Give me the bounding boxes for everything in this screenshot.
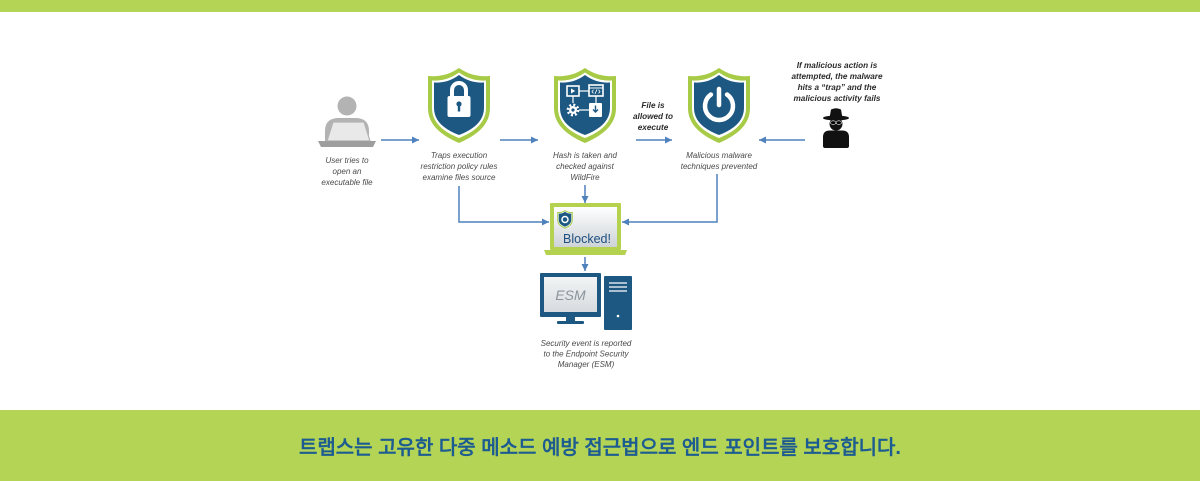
hash-caption-line: checked against (556, 162, 615, 171)
trap-note-line: hits a “trap” and the (798, 83, 877, 92)
hash-caption-line: WildFire (570, 173, 600, 182)
esm-caption-line: to the Endpoint Security (544, 350, 630, 359)
download-arrow-icon (592, 105, 599, 113)
power-shield-icon (688, 68, 750, 143)
top-accent-bar (0, 0, 1200, 12)
hacker-glasses-left (830, 120, 837, 125)
prevent-caption-line: Malicious malware (686, 151, 752, 160)
tower-power-light (616, 314, 620, 318)
hacker-body (823, 130, 849, 148)
esm-caption-line: Security event is reported (541, 339, 632, 348)
power-ring (702, 92, 736, 123)
lock-keyhole-slot (457, 104, 461, 112)
gear-hole (571, 108, 575, 112)
esm-caption-line: Manager (ESM) (558, 360, 615, 369)
trap-note-line: If malicious action is (797, 61, 878, 70)
esm-screen-label: ESM (555, 287, 586, 303)
traps-flow-diagram: User tries to open an executable file Tr… (318, 61, 883, 369)
blocked-laptop-icon: Blocked! (544, 203, 627, 255)
trap-note-line: malicious activity fails (794, 94, 881, 103)
allowed-note-line: execute (638, 123, 669, 132)
monitor-stand (557, 321, 584, 324)
hash-check-shield-icon (554, 68, 616, 143)
gear-icon (566, 103, 580, 117)
blocked-label: Blocked! (563, 232, 611, 246)
policy-caption-line: examine files source (423, 173, 496, 182)
play-icon (571, 88, 576, 94)
policy-caption-line: restriction policy rules (421, 162, 498, 171)
allowed-note-line: File is (641, 101, 665, 110)
shield-emblem (561, 215, 569, 224)
hacker-icon (823, 108, 849, 148)
lock-keyhole (456, 101, 462, 107)
gear-teeth (566, 103, 580, 117)
laptop-lid (326, 121, 371, 142)
banner-tagline: 트랩스는 고유한 다중 메소드 예방 접근법으로 엔드 포인트를 보호합니다. (298, 437, 901, 459)
code-brackets-icon (591, 89, 601, 94)
prevent-caption-line: techniques prevented (681, 162, 758, 171)
server-tower-icon (604, 276, 632, 330)
user-caption-line: open an (333, 167, 362, 176)
hash-caption-line: Hash is taken and (553, 151, 618, 160)
lock-shield-icon (428, 68, 490, 143)
lock-shackle (450, 81, 468, 98)
monitor-neck (566, 317, 575, 321)
user-head (337, 96, 357, 116)
trap-note-line: attempted, the malware (792, 72, 883, 81)
connector-prevent-to-blocked (622, 174, 718, 226)
bottom-banner: 트랩스는 고유한 다중 메소드 예방 접근법으로 엔드 포인트를 보호합니다. (0, 410, 1200, 481)
user-caption-line: User tries to (325, 156, 369, 165)
esm-monitor-icon: ESM (540, 273, 601, 324)
laptop-base (318, 141, 376, 147)
policy-caption-line: Traps execution (431, 151, 488, 160)
monitor-screen (544, 277, 597, 312)
connector-policy-to-blocked (458, 186, 549, 226)
traps-shield-icon (557, 210, 573, 229)
user-caption-line: executable file (321, 178, 373, 187)
allowed-note-line: allowed to (633, 112, 673, 121)
laptop-base (544, 250, 627, 255)
hacker-glasses-right (835, 120, 842, 125)
tower-case (604, 276, 632, 330)
user-at-laptop-icon (318, 96, 376, 147)
hacker-hat-crown (829, 108, 843, 118)
